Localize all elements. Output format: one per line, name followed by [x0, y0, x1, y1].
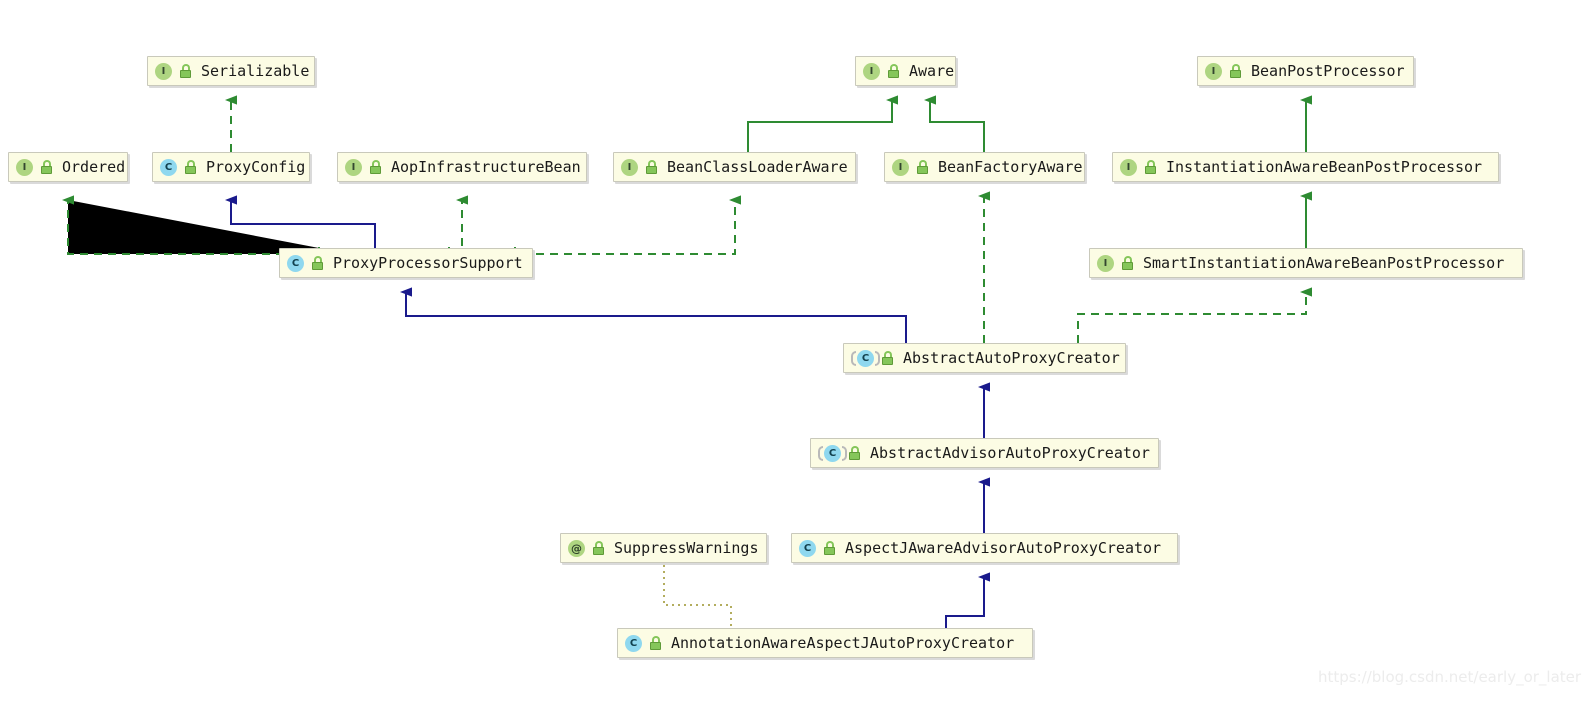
interface-icon-wrapper: I: [1205, 62, 1222, 80]
public-lock-icon: [888, 64, 900, 78]
node-label: BeanFactoryAware: [938, 157, 1083, 176]
node-proxyconfig[interactable]: C ProxyConfig: [152, 152, 310, 182]
class-icon: C: [287, 254, 304, 272]
node-label: SmartInstantiationAwareBeanPostProcessor: [1143, 253, 1505, 272]
edge-beanfactoryaware-extends-aware: [930, 100, 985, 152]
interface-icon: I: [345, 158, 362, 176]
annotation-icon-wrapper: @: [568, 539, 585, 557]
node-beanpostprocessor[interactable]: I BeanPostProcessor: [1197, 56, 1414, 86]
node-beanclassloaderaware[interactable]: I BeanClassLoaderAware: [613, 152, 856, 182]
node-label: InstantiationAwareBeanPostProcessor: [1166, 157, 1483, 176]
node-label: AnnotationAwareAspectJAutoProxyCreator: [671, 633, 1015, 652]
edge-beanclassloaderaware-extends-aware: [747, 100, 892, 152]
node-aopinfrastructurebean[interactable]: I AopInfrastructureBean: [337, 152, 587, 182]
interface-icon-wrapper: I: [1097, 254, 1114, 272]
node-serializable[interactable]: I Serializable: [147, 56, 315, 86]
interface-icon-wrapper: I: [1120, 158, 1137, 176]
node-aware[interactable]: I Aware: [855, 56, 956, 86]
edge-abstractauto-extends-proxyprocessor: [406, 292, 907, 343]
interface-icon: I: [863, 62, 880, 80]
node-abstractadvisorautoproxycreator[interactable]: C AbstractAdvisorAutoProxyCreator: [810, 438, 1159, 468]
node-label: ProxyConfig: [206, 157, 306, 176]
class-icon-wrapper: C: [160, 158, 177, 176]
node-beanfactoryaware[interactable]: I BeanFactoryAware: [884, 152, 1085, 182]
abstract-class-icon-wrapper: C: [818, 444, 847, 462]
public-lock-icon: [180, 64, 192, 78]
public-lock-icon: [882, 351, 894, 365]
interface-icon: I: [892, 158, 909, 176]
class-icon: C: [160, 158, 177, 176]
interface-icon: I: [621, 158, 638, 176]
edge-abstractauto-implements-smartinstantiation: [1077, 292, 1306, 343]
public-lock-icon: [593, 541, 605, 555]
public-lock-icon: [312, 256, 324, 270]
public-lock-icon: [849, 446, 861, 460]
interface-icon-wrapper: I: [863, 62, 880, 80]
public-lock-icon: [370, 160, 382, 174]
interface-icon-wrapper: I: [155, 62, 172, 80]
node-label: AbstractAdvisorAutoProxyCreator: [870, 443, 1150, 462]
interface-icon-wrapper: I: [892, 158, 909, 176]
node-abstractautoproxycreator[interactable]: C AbstractAutoProxyCreator: [843, 343, 1126, 373]
node-suppresswarnings[interactable]: @ SuppressWarnings: [560, 533, 767, 563]
edge-proxyprocessor-implements-beanclassloaderaware: [514, 200, 735, 255]
edge-annotationaware-annotated-by-suppresswarnings: [663, 565, 732, 628]
public-lock-icon: [41, 160, 53, 174]
node-label: AbstractAutoProxyCreator: [903, 348, 1120, 367]
edge-annotationaware-extends-aspectjaware: [945, 577, 984, 628]
class-icon: C: [799, 539, 816, 557]
node-label: AopInfrastructureBean: [391, 157, 581, 176]
interface-icon: I: [155, 62, 172, 80]
public-lock-icon: [1145, 160, 1157, 174]
public-lock-icon: [646, 160, 658, 174]
node-label: AspectJAwareAdvisorAutoProxyCreator: [845, 538, 1162, 557]
class-icon-wrapper: C: [287, 254, 304, 272]
interface-icon-wrapper: I: [621, 158, 638, 176]
class-icon-wrapper: C: [625, 634, 642, 652]
node-label: BeanPostProcessor: [1251, 61, 1405, 80]
public-lock-icon: [824, 541, 836, 555]
public-lock-icon: [917, 160, 929, 174]
node-label: Ordered: [62, 157, 126, 176]
interface-icon: I: [16, 158, 33, 176]
public-lock-icon: [650, 636, 662, 650]
annotation-icon: @: [568, 539, 585, 557]
interface-icon: I: [1120, 158, 1137, 176]
node-aspectjawareadvisorautoproxycreator[interactable]: C AspectJAwareAdvisorAutoProxyCreator: [791, 533, 1178, 563]
node-label: Aware: [909, 61, 955, 80]
abstract-class-icon: C: [857, 349, 874, 367]
node-label: SuppressWarnings: [614, 538, 759, 557]
public-lock-icon: [1122, 256, 1134, 270]
node-ordered[interactable]: I Ordered: [8, 152, 128, 182]
interface-icon-wrapper: I: [345, 158, 362, 176]
abstract-class-icon-wrapper: C: [851, 349, 880, 367]
abstract-class-icon: C: [824, 444, 841, 462]
public-lock-icon: [185, 160, 197, 174]
public-lock-icon: [1230, 64, 1242, 78]
node-instantiationawarebeanpostprocessor[interactable]: I InstantiationAwareBeanPostProcessor: [1112, 152, 1499, 182]
interface-icon: I: [1097, 254, 1114, 272]
node-smartinstantiationawarebeanpostprocessor[interactable]: I SmartInstantiationAwareBeanPostProcess…: [1089, 248, 1523, 278]
interface-icon-wrapper: I: [16, 158, 33, 176]
edge-proxyprocessor-extends-proxyconfig: [231, 200, 376, 248]
node-proxyprocessorsupport[interactable]: C ProxyProcessorSupport: [279, 248, 533, 278]
node-annotationawareaspectjautoproxycreator[interactable]: C AnnotationAwareAspectJAutoProxyCreator: [617, 628, 1033, 658]
node-label: BeanClassLoaderAware: [667, 157, 848, 176]
class-icon: C: [625, 634, 642, 652]
class-icon-wrapper: C: [799, 539, 816, 557]
watermark: https://blog.csdn.net/early_or_later: [1318, 668, 1582, 686]
node-label: Serializable: [201, 61, 310, 80]
interface-icon: I: [1205, 62, 1222, 80]
edge-proxyprocessor-implements-aopinfrastructure: [448, 200, 462, 255]
node-label: ProxyProcessorSupport: [333, 253, 523, 272]
